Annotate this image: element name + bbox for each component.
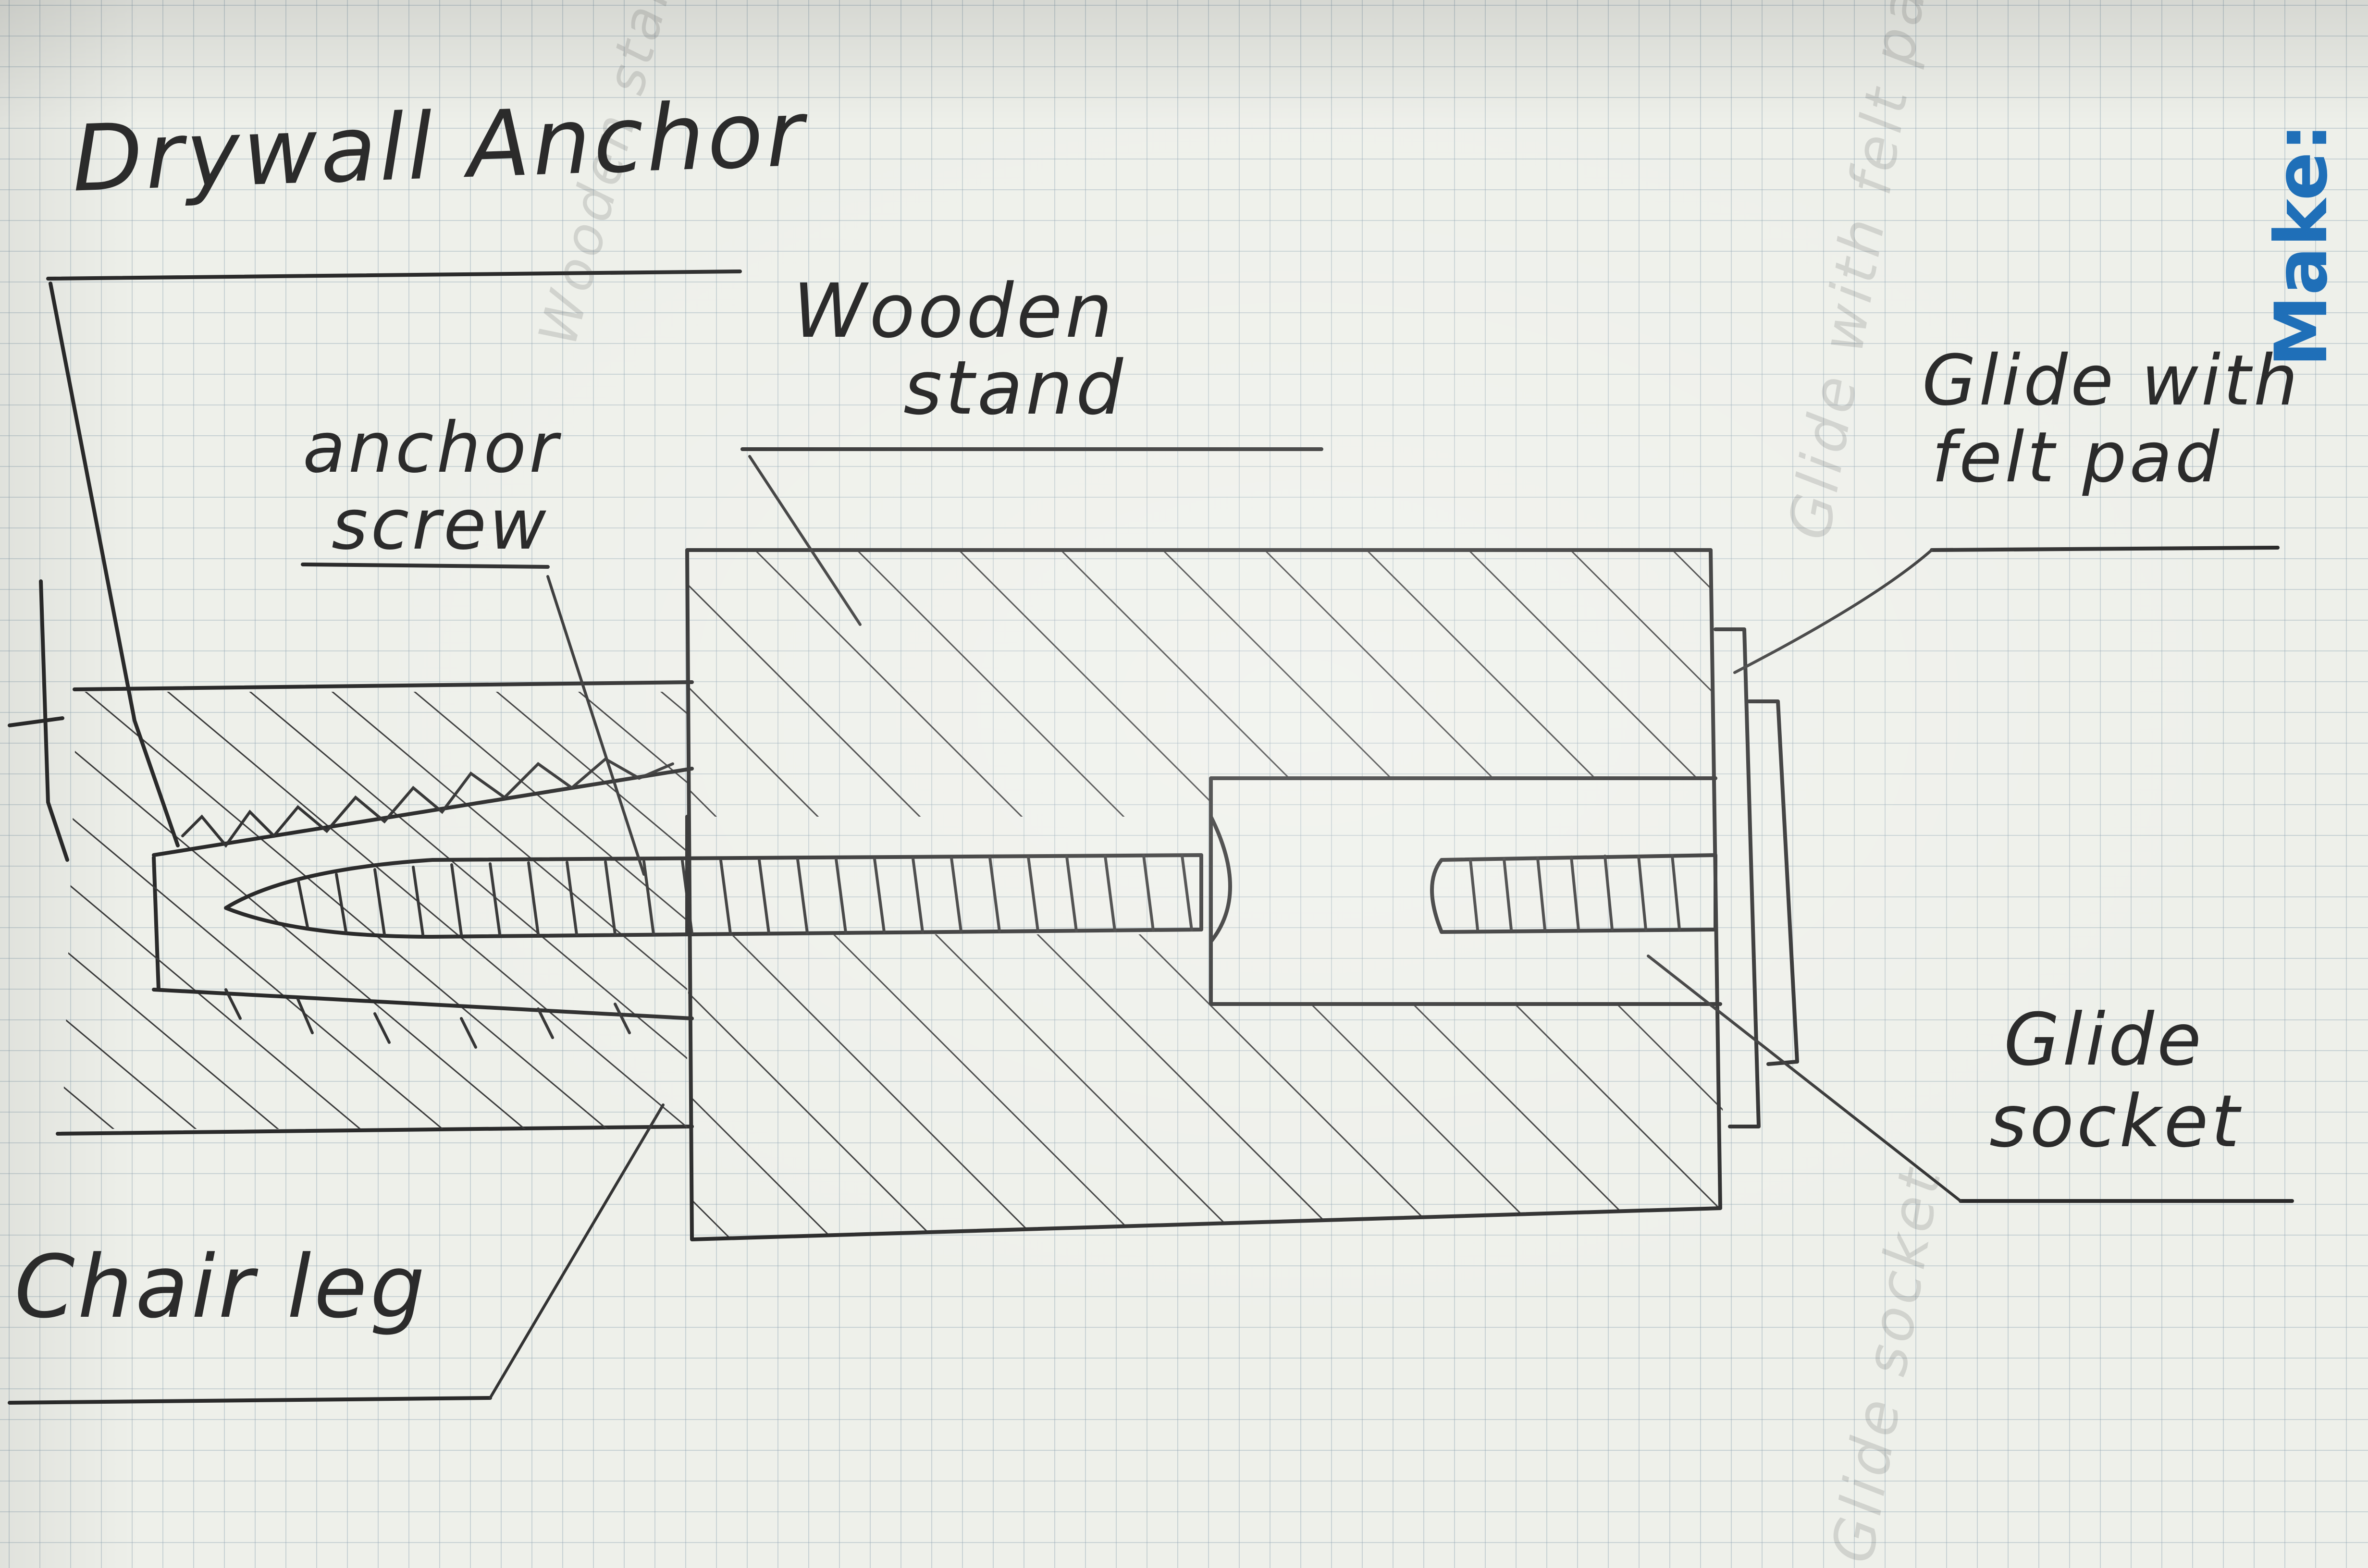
label-anchor-screw-line1: anchor [303, 407, 561, 489]
label-chair-leg: Chair leg [14, 1237, 428, 1337]
label-wooden-stand-line1: Wooden [793, 268, 1115, 355]
diagram-title: Drywall Anchor [70, 80, 808, 212]
label-glide-socket-line2: socket [1989, 1080, 2243, 1164]
label-glide-socket-line1: Glide [2004, 998, 2205, 1082]
label-glide-felt-pad-line1: Glide with [1922, 340, 2301, 421]
make-logo-text: Make: [2260, 123, 2343, 367]
label-wooden-stand-line2: stand [903, 344, 1126, 431]
glide-felt-pad [1714, 627, 1799, 1128]
glide-stem [1430, 853, 1717, 934]
drywall-anchor-body [46, 270, 742, 1049]
label-glide-felt-pad-line2: felt pad [1932, 417, 2222, 498]
make-logo: Make: [2234, 120, 2368, 370]
leader-lines [8, 447, 2294, 1405]
chair-leg-hatching [62, 692, 687, 1129]
label-anchor-screw-line2: screw [332, 484, 549, 565]
wooden-stand [685, 548, 1725, 1241]
